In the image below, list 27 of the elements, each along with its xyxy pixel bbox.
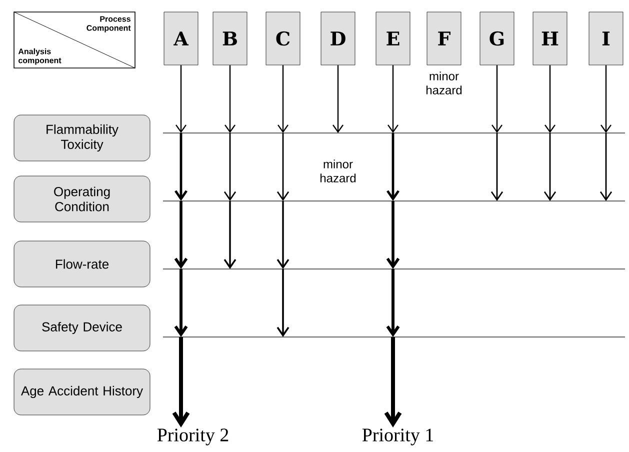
process-box: B — [212, 12, 248, 66]
process-box: G — [480, 12, 514, 66]
analysis-box: Flow-rate — [14, 240, 150, 288]
arrow — [276, 65, 290, 337]
process-box: C — [266, 12, 300, 66]
process-box: E — [376, 12, 410, 66]
arrow — [600, 65, 612, 201]
hazard-note: minor hazard — [320, 160, 356, 182]
analysis-box: Operating Condition — [14, 176, 150, 222]
analysis-box: Safety Device — [14, 304, 150, 352]
analysis-box: Flammability Toxicity — [14, 114, 150, 162]
process-box: H — [532, 12, 568, 66]
arrow — [224, 65, 236, 269]
header-corner-box: Process Component Analysis component — [14, 12, 136, 68]
arrow — [172, 65, 190, 428]
process-box: D — [320, 12, 356, 66]
arrow — [384, 65, 402, 428]
process-box: A — [164, 12, 198, 66]
analysis-box: Age Accident History — [14, 368, 150, 416]
hazard-note: minor hazard — [426, 72, 462, 94]
arrow — [490, 65, 504, 201]
arrow — [332, 65, 344, 133]
priority-label: Priority 2 — [157, 428, 228, 446]
process-box: I — [588, 12, 624, 66]
priority-label: Priority 1 — [362, 428, 434, 446]
arrow — [544, 65, 556, 201]
process-box: F — [426, 12, 462, 66]
